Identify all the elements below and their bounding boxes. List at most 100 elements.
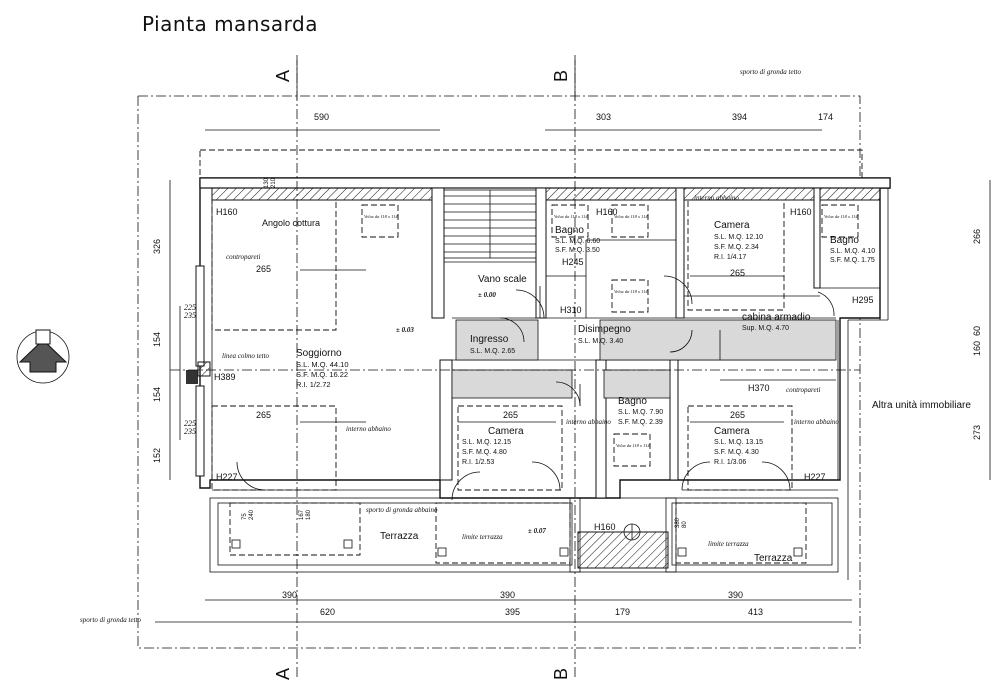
camera3-sfmq: S.F. M.Q. 4.30 [714,449,759,456]
bagno1-sfmq: S.F. M.Q. 3.50 [555,247,600,254]
room-bagno2: Bagno [830,235,859,246]
dim-top-2: 303 [596,112,611,122]
velux-2: Velux da 118 x 114 [554,214,588,219]
win-dim-4: 235 [184,427,196,436]
camera3-slmq: S.L. M.Q. 13.15 [714,439,763,446]
win-dim-1: 225 [184,303,196,312]
dim-l-2: 154 [152,332,162,347]
terraces [209,497,839,573]
page-title: Pianta mansarda [142,12,318,36]
note-abbaino-2: interno abbaino [694,194,739,202]
roof-hatch [211,187,881,569]
inner-dim-1: 265 [256,264,271,274]
room-terrazza1: Terrazza [380,531,419,542]
note-limite-1: limite terrazza [462,533,503,541]
camera2-sfmq: S.F. M.Q. 4.80 [462,449,507,456]
dim-l-4: 152 [152,448,162,463]
h295: H295 [852,295,874,305]
camera2-slmq: S.L. M.Q. 12.15 [462,439,511,446]
h160-b: H160 [596,207,618,217]
left-windows [186,265,211,477]
inner-dim-2: 265 [256,410,271,420]
note-colmo: linea colmo tetto [222,352,270,360]
camera1-ri: R.I. 1/4.17 [714,254,746,261]
camera3-ri: R.I. 1/3.06 [714,459,746,466]
interior-walls [431,187,880,499]
note-abbaino-3: interno abbaino [566,418,611,426]
small-75: 75 [242,513,248,520]
disimpegno-slmq: S.L. M.Q. 3.40 [578,338,623,345]
dim-b1-3: 390 [728,590,743,600]
win-dim-2: 235 [184,311,196,320]
note-sporto-top: sporto di gronda tetto [740,68,801,76]
dim-l-3: 154 [152,387,162,402]
small-180: 180 [306,509,312,520]
camera2-ri: R.I. 1/2.53 [462,459,494,466]
dim-r-2: 60 [972,326,982,336]
section-b-top: B [551,70,571,82]
h310: H310 [560,305,582,315]
note-altra-unita: Altra unità immobiliare [872,400,971,411]
h160-a: H160 [216,207,238,217]
room-angolo: Angolo cottura [262,218,320,228]
bagno2-slmq: S.L. M.Q. 4.10 [830,248,875,255]
small-210: 210 [271,177,277,188]
ingresso-slmq: S.L. M.Q. 2.65 [470,348,515,355]
h370: H370 [748,383,770,393]
section-a-top: A [273,70,293,82]
room-camera1: Camera [714,220,750,231]
velux-6: Velux da 118 x 114 [616,443,650,448]
inner-dim-3: 265 [503,410,518,420]
dim-b1-2: 390 [500,590,515,600]
level-scale: ± 0.00 [478,291,496,299]
room-disimpegno: Disimpegno [578,324,631,335]
velux-windows [361,204,859,467]
note-contropareti-right: contropareti [786,386,821,394]
velux-3: Velux da 118 x 114 [614,214,648,219]
note-abbaino-4: interno abbaino [794,418,839,426]
dim-top-4: 174 [818,112,833,122]
dim-top-3: 394 [732,112,747,122]
corridor-fill [451,319,837,399]
note-limite-2: limite terrazza [708,540,749,548]
room-camera2: Camera [488,426,524,437]
room-terrazza2: Terrazza [754,553,793,564]
bagno3-slmq: S.L. M.Q. 7.90 [618,409,663,416]
camera1-sfmq: S.F. M.Q. 2.34 [714,244,759,251]
soggiorno-ri: R.I. 1/2.72 [296,380,331,389]
labels: A B A B sporto di gronda tetto sporto di… [80,68,982,680]
small-380: 380 [675,517,681,528]
dim-b2-4: 413 [748,607,763,617]
h160-d: H160 [594,522,616,532]
velux-4: Velux da 118 x 114 [614,289,648,294]
room-bagno3: Bagno [618,396,647,407]
h227-b: H227 [804,472,826,482]
section-a-bottom: A [273,668,293,680]
inner-dim-5: 265 [730,410,745,420]
small-130: 130 [264,177,270,188]
soggiorno-sfmq: S.F. M.Q. 16.22 [296,370,348,379]
section-markers [296,55,576,680]
room-scale: Vano scale [478,274,527,285]
room-camera3: Camera [714,426,750,437]
small-240: 240 [249,509,255,520]
dim-b2-2: 395 [505,607,520,617]
section-b-bottom: B [551,668,571,680]
level-soggiorno: ± 0.03 [396,326,414,334]
stairs [443,189,537,263]
room-ingresso: Ingresso [470,334,509,345]
velux-1: Velux da 118 x 114 [364,214,398,219]
small-80: 80 [682,521,688,528]
dim-r-3: 160 [972,341,982,356]
bagno3-sfmq: S.F. M.Q. 2.39 [618,419,663,426]
dim-l-1: 326 [152,239,162,254]
dim-b1-1: 390 [282,590,297,600]
velux-5: Velux da 118 x 114 [824,214,858,219]
h245: H245 [562,257,584,267]
dim-b2-3: 179 [615,607,630,617]
room-bagno1: Bagno [555,225,584,236]
note-contropareti-left: contropareti [226,253,261,261]
dim-r-1: 266 [972,229,982,244]
inner-dim-4: 265 [730,268,745,278]
